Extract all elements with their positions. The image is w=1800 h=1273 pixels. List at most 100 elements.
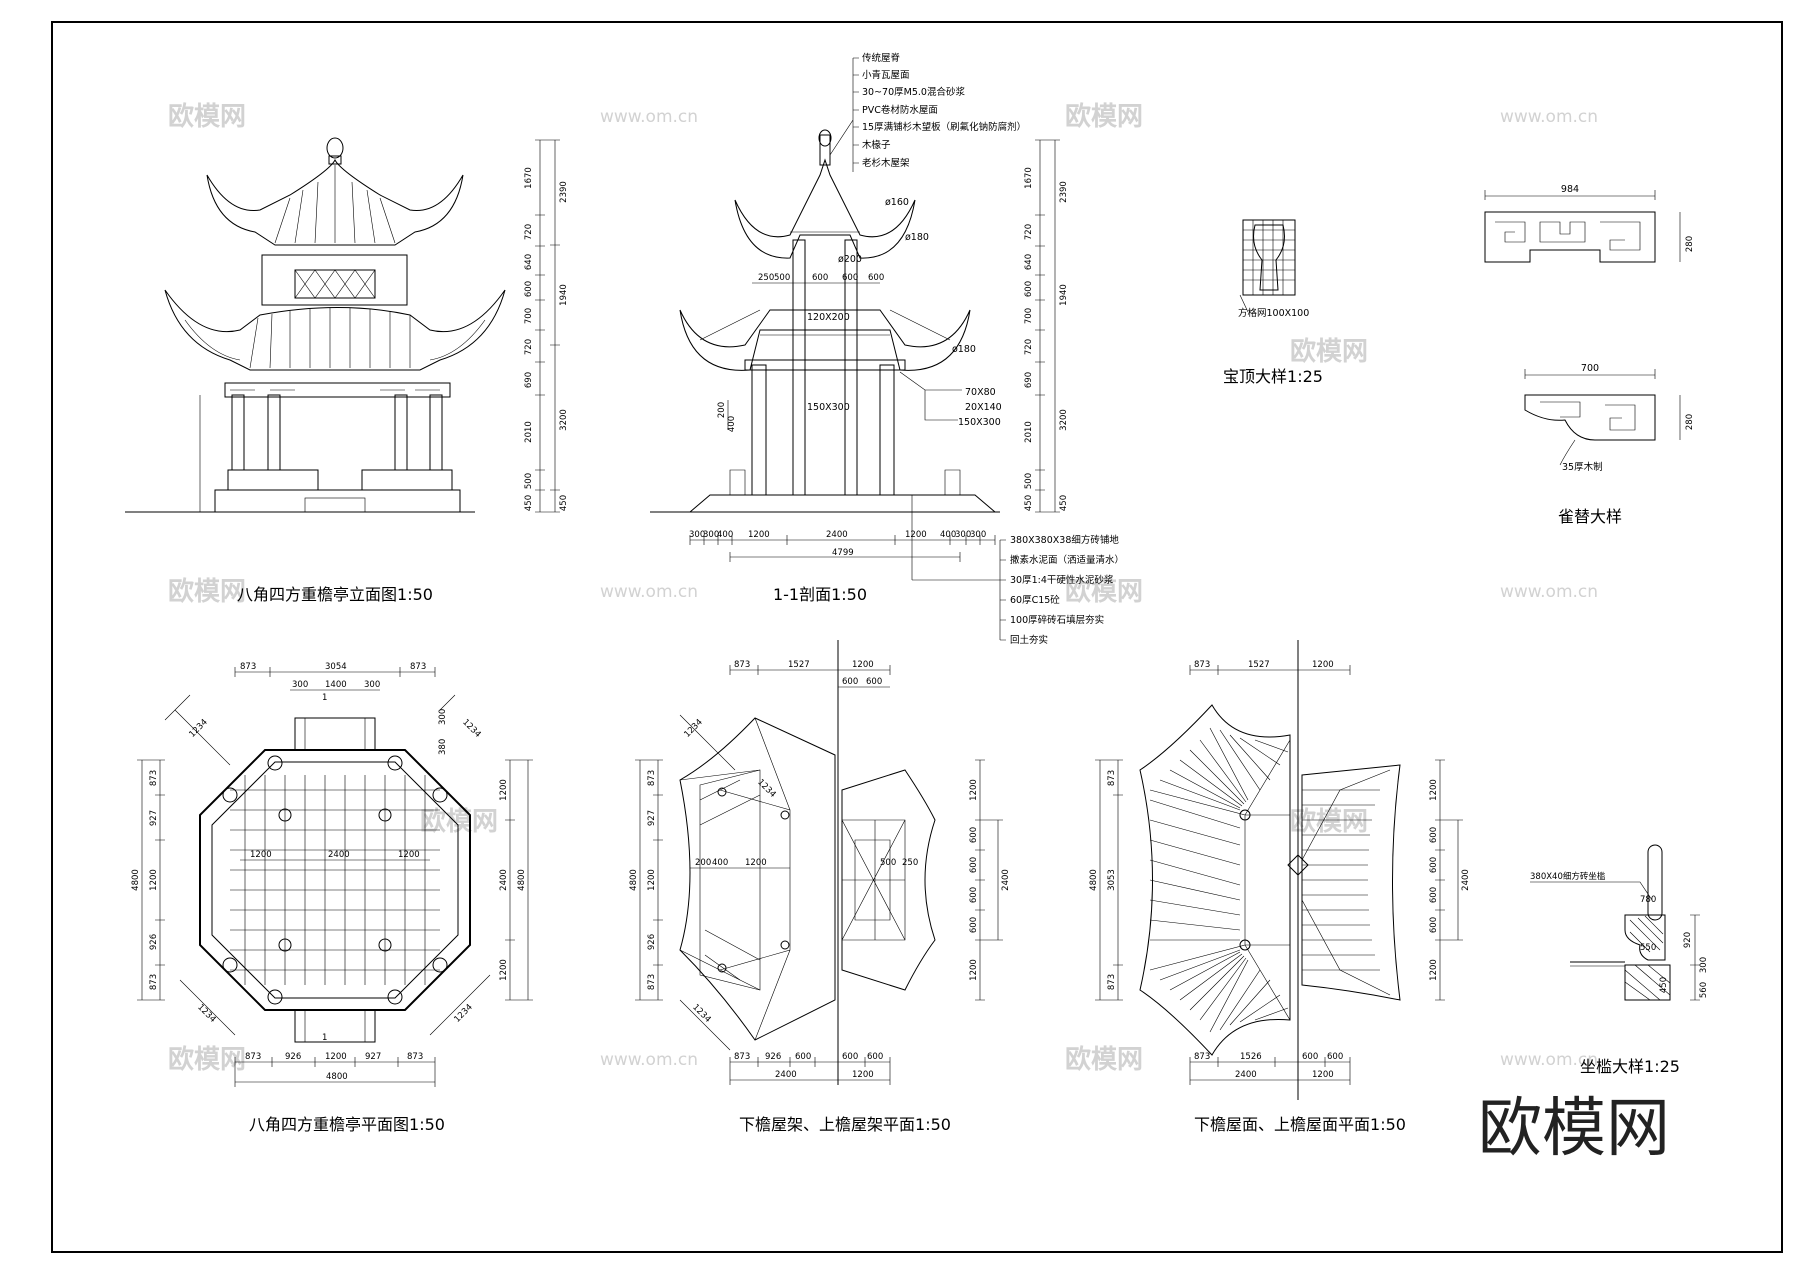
watermark-url: www.om.cn bbox=[1500, 582, 1598, 602]
dim-text: 200 bbox=[717, 402, 727, 418]
dim-text: 873 bbox=[1107, 974, 1117, 990]
dim-text: 927 bbox=[149, 810, 159, 826]
dim-text: 2390 bbox=[559, 181, 569, 203]
dim-text: 4800 bbox=[131, 869, 141, 891]
frame-plan-drawing: 873 1527 1200 600 600 873 926 600 600 60… bbox=[629, 640, 1011, 1085]
dim-text: 1200 bbox=[852, 660, 874, 670]
dim-label: ø180 bbox=[952, 344, 976, 355]
dim-text: 250 bbox=[902, 858, 918, 868]
dim-text: 1400 bbox=[325, 680, 347, 690]
roof-layer-note: 传统屋脊 bbox=[862, 52, 901, 64]
dim-text: 3200 bbox=[559, 409, 569, 431]
elevation-drawing: 1670 720 640 600 700 720 690 2010 500 45… bbox=[125, 137, 569, 513]
dim-text: 4800 bbox=[517, 869, 527, 891]
dim-label: ø180 bbox=[905, 232, 929, 243]
dim-text: 873 bbox=[1194, 660, 1210, 670]
dim-text: 450 bbox=[1024, 495, 1034, 511]
dim-text: 450 bbox=[524, 495, 534, 511]
dim-text: 1940 bbox=[1059, 284, 1069, 306]
floor-layer-note: 380X380X38细方砖铺地 bbox=[1010, 534, 1119, 546]
bracket-height-1: 280 bbox=[1685, 236, 1695, 252]
dim-text: 690 bbox=[524, 372, 534, 388]
roof-layer-note: 15厚满铺杉木望板（刷氟化钠防腐剂） bbox=[862, 121, 1026, 133]
dim-text: 720 bbox=[1024, 224, 1034, 240]
roof-layer-note: 木椽子 bbox=[862, 139, 891, 151]
dim-text: 500 bbox=[774, 273, 790, 283]
dim-text: 700 bbox=[1024, 308, 1034, 324]
dim-text: 1234 bbox=[187, 717, 209, 739]
watermark-cn: 欧模网 bbox=[1290, 806, 1368, 837]
roof-layer-note: PVC卷材防水屋面 bbox=[862, 104, 938, 116]
bracket-title: 雀替大样 bbox=[1558, 507, 1622, 526]
dim-text: 1234 bbox=[460, 717, 482, 739]
dim-text: 926 bbox=[149, 934, 159, 950]
bracket-width-1: 984 bbox=[1561, 184, 1579, 195]
dim-text: 600 bbox=[1327, 1052, 1343, 1062]
floor-layer-notes: 380X380X38细方砖铺地 撒素水泥面（洒适量清水） 30厚1:4干硬性水泥… bbox=[1010, 534, 1124, 646]
dim-text: 1200 bbox=[905, 530, 927, 540]
bracket-width-2: 700 bbox=[1581, 363, 1599, 374]
dim-text: 3054 bbox=[325, 662, 347, 672]
dim-text: 300 bbox=[703, 530, 719, 540]
dim-text: 1200 bbox=[748, 530, 770, 540]
dim-text: 2400 bbox=[1461, 869, 1471, 891]
dim-text: 2400 bbox=[775, 1070, 797, 1080]
bracket-detail: 984 280 700 280 35厚木制 bbox=[1484, 184, 1695, 473]
watermark-cn: 欧模网 bbox=[1065, 101, 1143, 132]
dim-text: 600 bbox=[867, 1052, 883, 1062]
dim-text: 600 bbox=[812, 273, 828, 283]
dim-text: 1940 bbox=[559, 284, 569, 306]
seat-title: 坐槛大样1:25 bbox=[1580, 1057, 1680, 1076]
roof-plan-title: 下檐屋面、上檐屋面平面1:50 bbox=[1194, 1115, 1406, 1134]
dim-text: 2400 bbox=[328, 850, 350, 860]
seat-brick-label: 380X40细方砖坐槛 bbox=[1530, 871, 1606, 882]
floor-layer-note: 60厚C15砼 bbox=[1010, 594, 1060, 606]
dim-text: 600 bbox=[969, 887, 979, 903]
dim-label: 70X80 bbox=[965, 387, 996, 398]
dim-text: 690 bbox=[1024, 372, 1034, 388]
dim-text: 600 bbox=[1429, 857, 1439, 873]
dim-text: 1670 bbox=[524, 167, 534, 189]
dim-text: 1200 bbox=[1429, 779, 1439, 801]
dim-text: 2400 bbox=[1001, 869, 1011, 891]
dim-text: 3053 bbox=[1107, 869, 1117, 891]
seat-dim: 560 bbox=[1699, 982, 1709, 998]
roof-layer-note: 老杉木屋架 bbox=[862, 157, 910, 169]
dim-text: 600 bbox=[969, 857, 979, 873]
dim-text: 600 bbox=[1429, 917, 1439, 933]
section-title: 1-1剖面1:50 bbox=[773, 585, 867, 604]
watermark-cn: 欧模网 bbox=[420, 806, 498, 837]
dim-text: 250 bbox=[758, 273, 774, 283]
dim-text: 1200 bbox=[1312, 660, 1334, 670]
dim-text: 1200 bbox=[325, 1052, 347, 1062]
dim-text: 927 bbox=[647, 810, 657, 826]
watermark-cn: 欧模网 bbox=[1065, 1044, 1143, 1075]
dim-label: 120X200 bbox=[807, 312, 850, 323]
brand-watermark: 欧模网 bbox=[1478, 1092, 1670, 1166]
watermarks: 欧模网 www.om.cn 欧模网 www.om.cn 欧模网 欧模网 www.… bbox=[168, 101, 1598, 1075]
dim-text: 300 bbox=[292, 680, 308, 690]
dim-text: 1200 bbox=[499, 959, 509, 981]
seat-dim: 780 bbox=[1640, 895, 1656, 905]
dim-text: 4800 bbox=[629, 869, 639, 891]
dim-text: 2400 bbox=[1235, 1070, 1257, 1080]
dim-text: 926 bbox=[765, 1052, 781, 1062]
floor-layer-note: 30厚1:4干硬性水泥砂浆 bbox=[1010, 574, 1114, 586]
dim-text: 1670 bbox=[1024, 167, 1034, 189]
dim-text: 600 bbox=[1429, 827, 1439, 843]
section-mark: 1 bbox=[322, 693, 327, 703]
dim-text: 1200 bbox=[1312, 1070, 1334, 1080]
dim-label: ø200 bbox=[838, 254, 862, 265]
finial-detail: 方格网100X100 bbox=[1238, 219, 1309, 319]
dim-text: 450 bbox=[559, 495, 569, 511]
watermark-url: www.om.cn bbox=[600, 107, 698, 127]
dim-text: 720 bbox=[1024, 339, 1034, 355]
dim-text: 640 bbox=[524, 254, 534, 270]
finial-title: 宝顶大样1:25 bbox=[1223, 367, 1323, 386]
watermark-cn: 欧模网 bbox=[1065, 576, 1143, 607]
seat-dim: 550 bbox=[1640, 943, 1656, 953]
dim-text: 873 bbox=[410, 662, 426, 672]
watermark-url: www.om.cn bbox=[1500, 107, 1598, 127]
dim-text: 2390 bbox=[1059, 181, 1069, 203]
